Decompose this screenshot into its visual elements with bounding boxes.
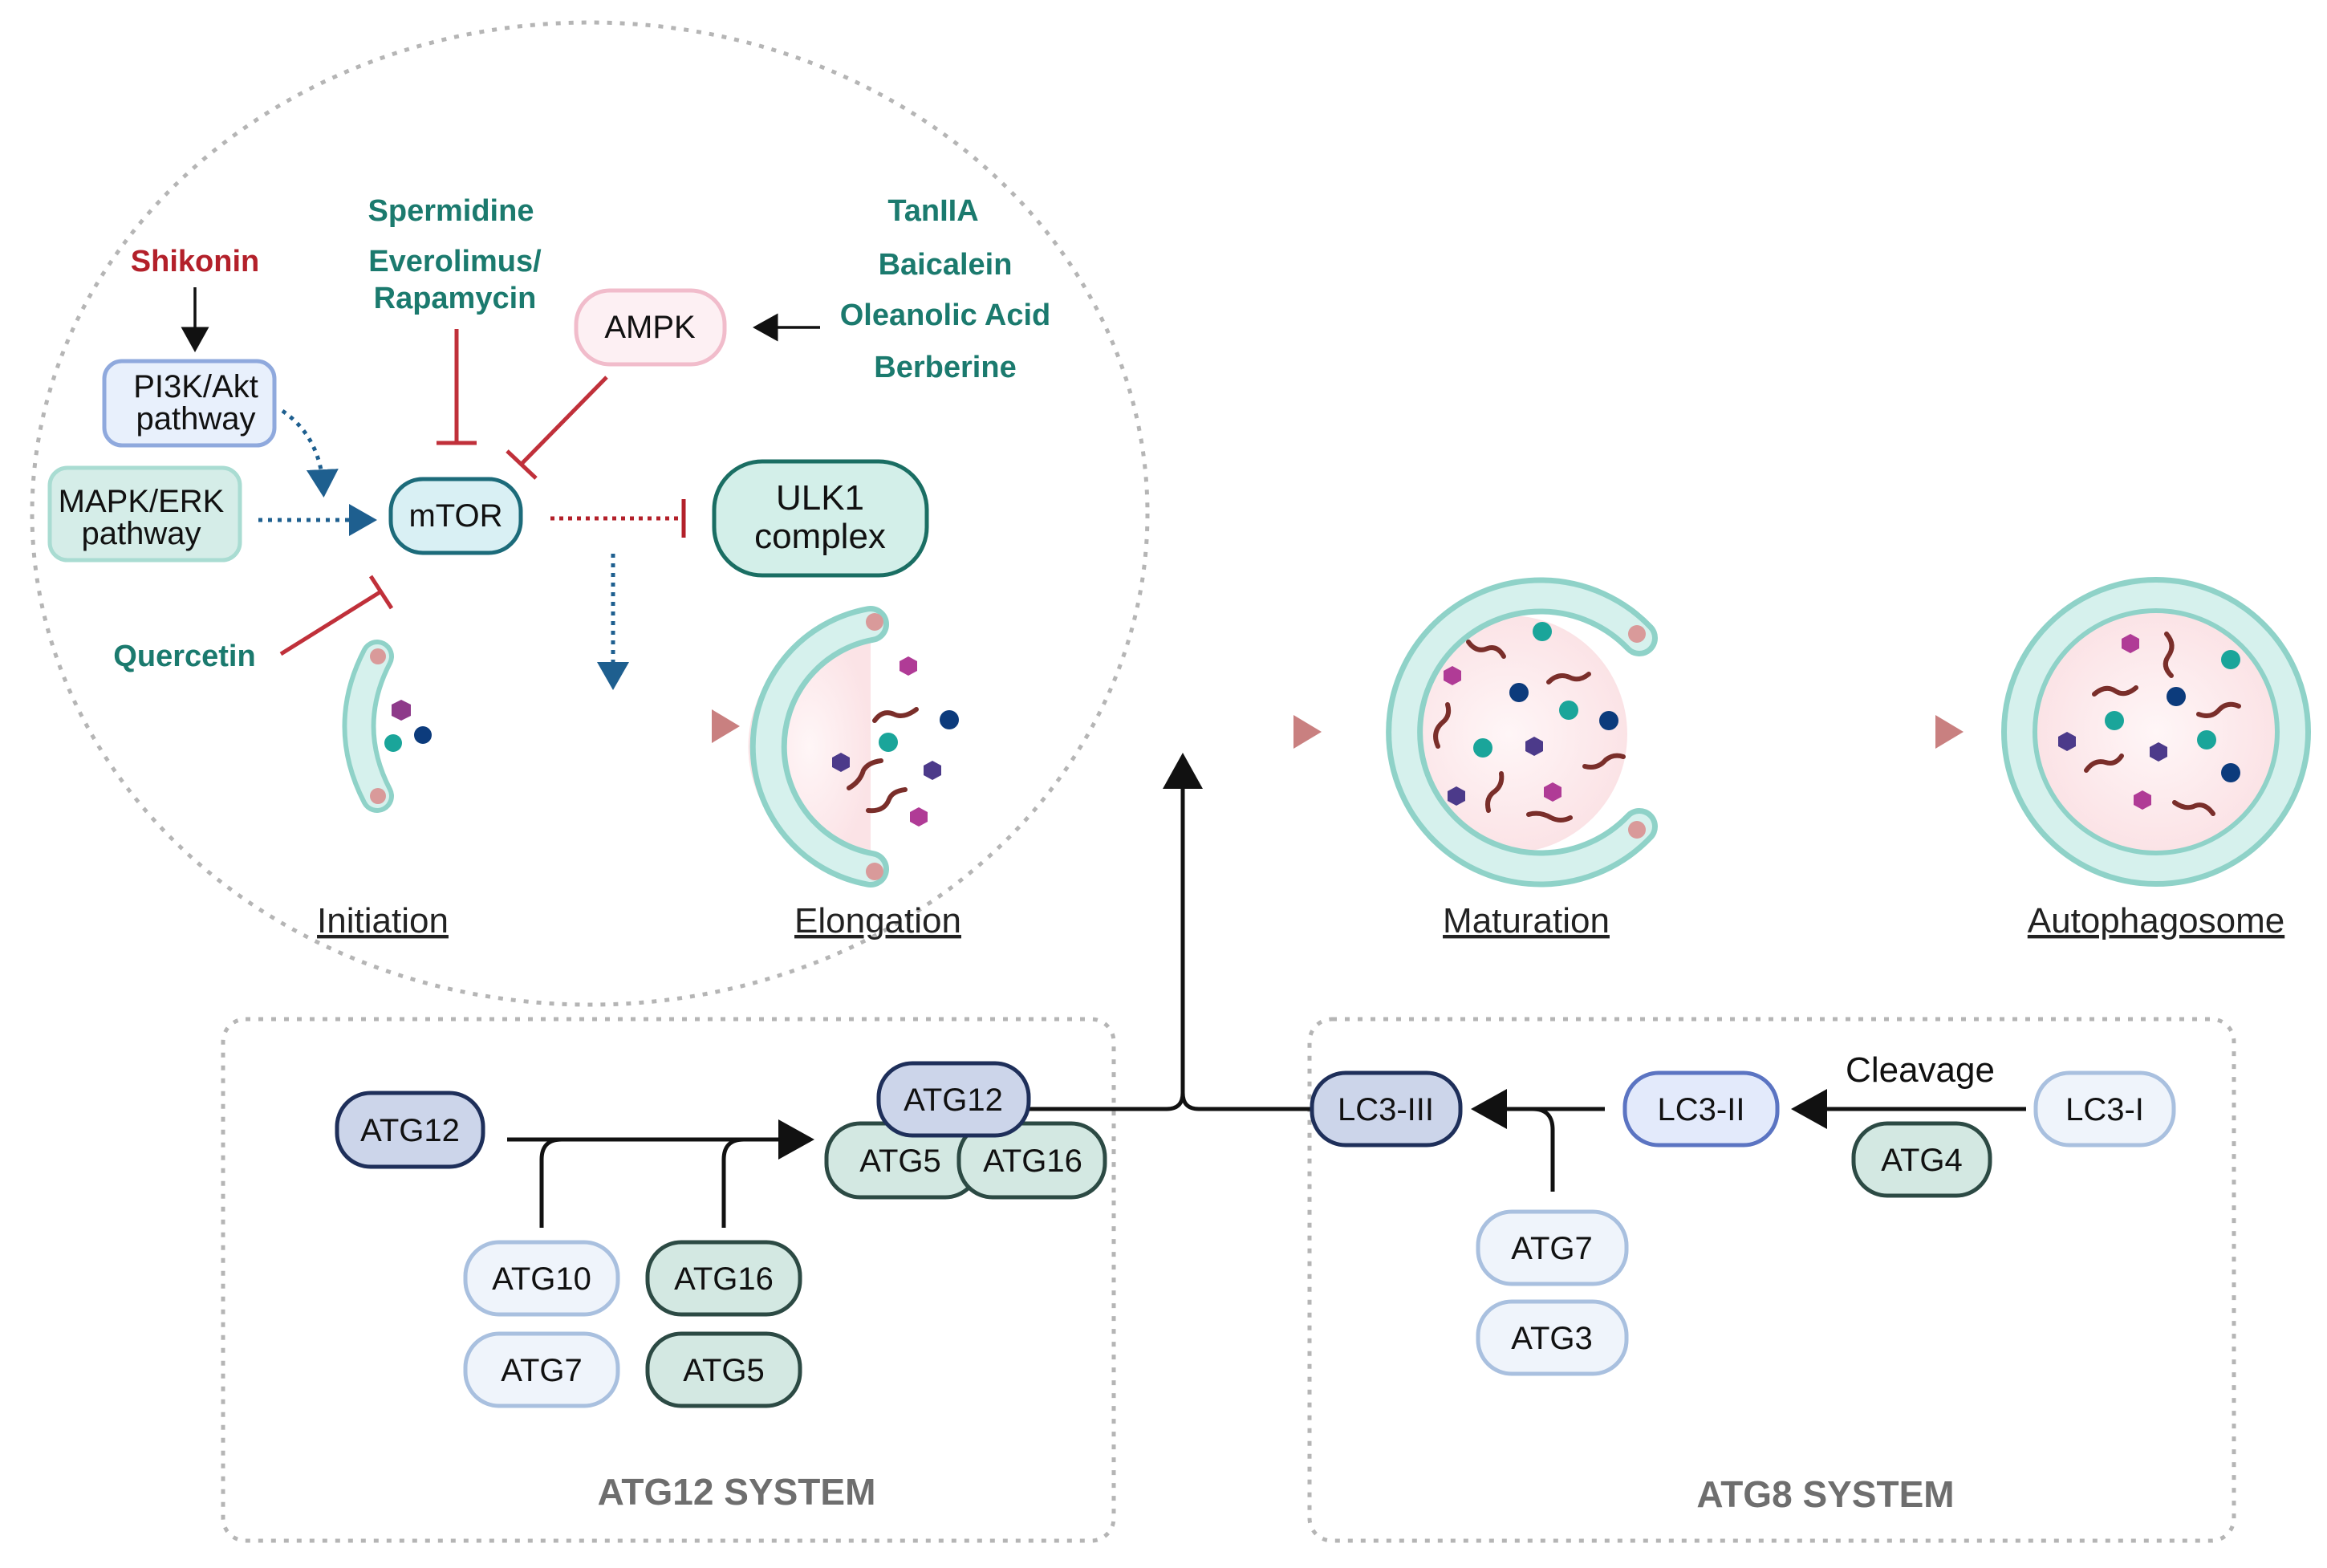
inhibit-ampk-mtor xyxy=(506,376,608,480)
lc3-iii-node: LC3-III xyxy=(1310,1070,1463,1148)
svg-text:LC3-II: LC3-II xyxy=(1658,1092,1745,1127)
node-mapk-erk: MAPK/ERK pathway xyxy=(47,465,242,563)
connector-atg16 xyxy=(721,1137,745,1228)
svg-text:ATG12: ATG12 xyxy=(360,1113,460,1148)
autophagosome-vesicle xyxy=(2001,577,2311,887)
drug-berberine: Berberine xyxy=(874,351,1016,384)
atg12-atg5-atg16-complex: ATG5 ATG16 ATG12 xyxy=(824,1061,1107,1200)
drug-rapamycin: Rapamycin xyxy=(374,282,537,315)
svg-text:ATG3: ATG3 xyxy=(1511,1321,1593,1356)
svg-text:mTOR: mTOR xyxy=(408,498,502,534)
cleavage-label: Cleavage xyxy=(1846,1050,1995,1090)
drug-baicalein: Baicalein xyxy=(879,248,1013,282)
inhibit-mtor-ulk1 xyxy=(550,499,686,538)
connector-atg7-atg3 xyxy=(1532,1107,1555,1192)
drug-everolimus: Everolimus/ xyxy=(368,245,542,278)
atg5-node: ATG5 xyxy=(645,1331,802,1408)
drug-spermidine: Spermidine xyxy=(368,194,534,228)
inhibit-everolimus-mtor xyxy=(437,329,477,445)
elongation-phagophore xyxy=(748,606,959,888)
drug-taniia: TanIIA xyxy=(887,194,978,228)
atg7-node-left: ATG7 xyxy=(463,1331,620,1408)
inhibit-quercetin-mtor xyxy=(279,575,394,656)
svg-text:LC3-I: LC3-I xyxy=(2065,1092,2144,1127)
node-mtor: mTOR xyxy=(388,477,523,555)
svg-text:ATG16: ATG16 xyxy=(983,1144,1082,1179)
connector-lc3iii-to-center xyxy=(1180,1092,1312,1111)
atg4-node: ATG4 xyxy=(1851,1121,1992,1198)
atg12-system-title: ATG12 SYSTEM xyxy=(598,1471,876,1513)
svg-text:ATG5: ATG5 xyxy=(683,1353,765,1388)
svg-text:pathway: pathway xyxy=(82,516,201,551)
stage-maturation: Maturation xyxy=(1443,901,1610,940)
node-ampk: AMPK xyxy=(574,288,727,367)
atg8-system-title: ATG8 SYSTEM xyxy=(1696,1473,1954,1515)
svg-text:ATG7: ATG7 xyxy=(1511,1231,1593,1266)
svg-text:MAPK/ERK: MAPK/ERK xyxy=(59,484,225,519)
atg3-node: ATG3 xyxy=(1476,1299,1629,1376)
svg-text:ULK1: ULK1 xyxy=(776,478,864,518)
atg8-system-box xyxy=(1307,1017,2236,1543)
initiation-phagophore xyxy=(342,640,432,813)
node-pi3k-akt: PI3K/Akt pathway xyxy=(102,359,277,448)
arrow-pi3k-to-mtor xyxy=(281,408,339,498)
svg-text:ATG5: ATG5 xyxy=(859,1144,941,1179)
maturation-vesicle xyxy=(1386,577,1658,888)
stage-autophagosome: Autophagosome xyxy=(2028,901,2284,940)
drug-quercetin: Quercetin xyxy=(113,640,255,673)
connector-atg10 xyxy=(539,1137,562,1228)
svg-text:ATG12: ATG12 xyxy=(904,1083,1003,1118)
svg-text:complex: complex xyxy=(754,517,886,556)
svg-text:ATG10: ATG10 xyxy=(492,1261,591,1297)
stage-elongation: Elongation xyxy=(794,901,961,940)
atg16-node: ATG16 xyxy=(645,1240,802,1317)
svg-text:ATG7: ATG7 xyxy=(501,1353,583,1388)
atg7-node-right: ATG7 xyxy=(1476,1209,1629,1286)
svg-text:PI3K/Akt: PI3K/Akt xyxy=(133,369,258,404)
node-ulk1-complex: ULK1 complex xyxy=(712,459,929,578)
svg-text:ATG4: ATG4 xyxy=(1881,1143,1963,1178)
atg10-node: ATG10 xyxy=(463,1240,620,1317)
svg-text:AMPK: AMPK xyxy=(604,310,696,345)
lc3-ii-node: LC3-II xyxy=(1622,1070,1780,1148)
atg12-system-box xyxy=(221,1017,1116,1543)
signaling-region-outline xyxy=(30,20,1150,1007)
svg-text:ATG16: ATG16 xyxy=(674,1261,774,1297)
drug-oleanolic-acid: Oleanolic Acid xyxy=(840,299,1051,332)
arrow-conjugation-to-maturation xyxy=(1029,753,1203,1111)
drug-shikonin: Shikonin xyxy=(131,245,259,278)
svg-text:LC3-III: LC3-III xyxy=(1338,1092,1434,1127)
lc3-i-node: LC3-I xyxy=(2033,1070,2176,1148)
atg12-node: ATG12 xyxy=(335,1091,485,1169)
svg-text:pathway: pathway xyxy=(136,401,256,437)
stage-initiation: Initiation xyxy=(317,901,449,940)
